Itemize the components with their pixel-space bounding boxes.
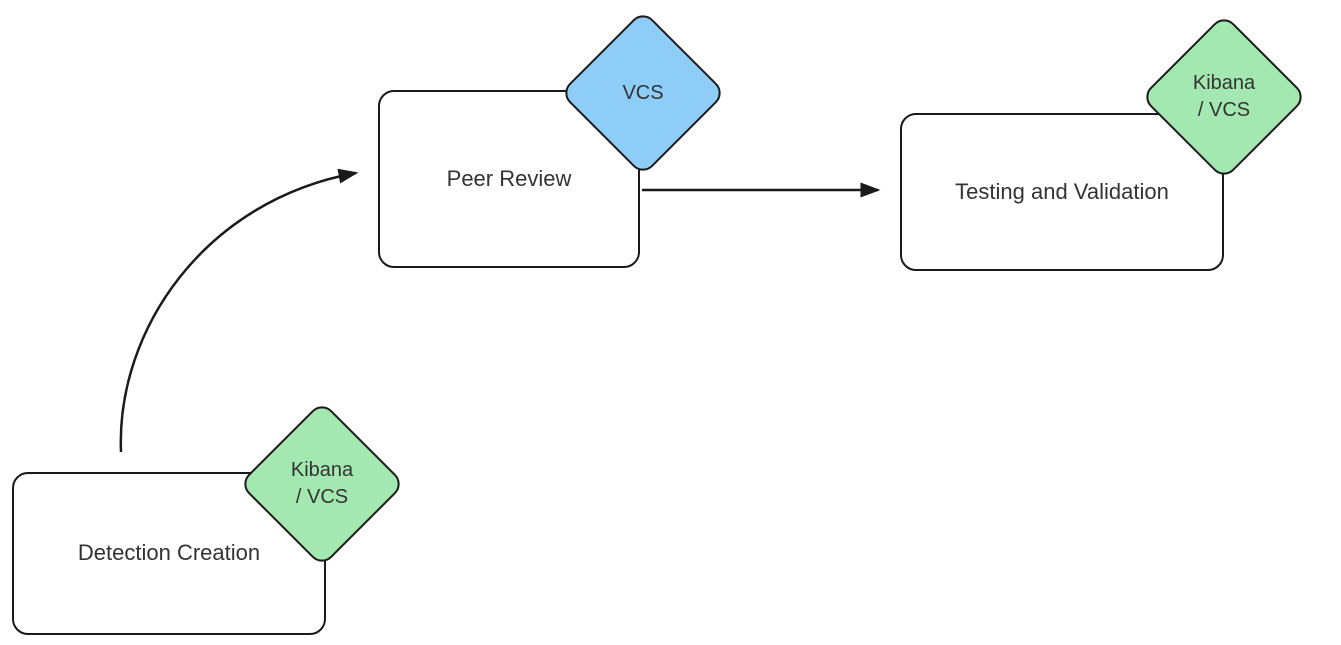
node-testing-and-validation: Testing and Validation <box>900 113 1224 271</box>
badge-line-2: / VCS <box>1197 99 1251 121</box>
badge-line-1: VCS <box>622 81 664 104</box>
badge-label-peer-review: VCS <box>586 36 700 150</box>
node-label-testing-and-validation: Testing and Validation <box>955 178 1169 204</box>
badge-label-testing: Kibana / VCS <box>1167 40 1281 154</box>
badge-line-1: Kibana <box>1192 72 1256 94</box>
node-label-detection-creation: Detection Creation <box>77 540 261 566</box>
badge-label-detection: Kibana / VCS <box>265 427 379 541</box>
badge-line-2: / VCS <box>295 486 349 508</box>
node-label-peer-review: Peer Review <box>446 165 572 191</box>
badge-line-1: Kibana <box>290 459 354 481</box>
